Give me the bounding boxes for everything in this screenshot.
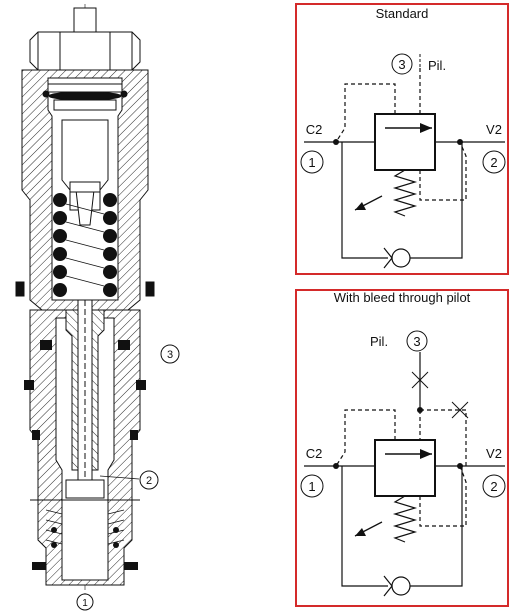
spring-symbol-standard [392, 169, 418, 217]
relief-valve-box-standard [374, 113, 436, 171]
left-port-label-standard: C2 [306, 122, 323, 137]
pilot-label-standard: Pil. [428, 58, 446, 73]
cartridge-cross-section [15, 4, 155, 598]
right-port-label-standard: V2 [486, 122, 502, 137]
left-port-number-bleed: 1 [308, 479, 315, 494]
left-port-label-bleed: C2 [306, 446, 323, 461]
pilot-port-number-standard: 3 [398, 57, 405, 72]
right-port-number-standard: 2 [490, 155, 497, 170]
hex-nut [29, 31, 141, 71]
right-port-label-bleed: V2 [486, 446, 502, 461]
symbol-panel-bleed: With bleed through pilot Pil. 3 [295, 289, 509, 607]
callout-port-2-label: 2 [146, 475, 152, 487]
panel-title-standard: Standard [376, 6, 429, 21]
callout-port-2: 2 [99, 470, 159, 490]
symbol-panel-standard: Standard Pil. [295, 3, 509, 275]
o-rings [24, 340, 146, 570]
spring-symbol-bleed [392, 495, 418, 543]
check-valve-ball-standard [391, 248, 411, 268]
panel-title-bleed: With bleed through pilot [334, 290, 471, 305]
pilot-port-number-bleed: 3 [413, 334, 420, 349]
callout-port-1: 1 [76, 593, 94, 611]
callout-port-1-label: 1 [82, 598, 88, 609]
pilot-label-bleed: Pil. [370, 334, 388, 349]
check-valve-ball-bleed [391, 576, 411, 596]
callout-port-3-label: 3 [167, 349, 173, 361]
spring-coils [53, 193, 117, 297]
left-port-number-standard: 1 [308, 155, 315, 170]
relief-valve-box-bleed [374, 439, 436, 497]
callout-port-3: 3 [160, 344, 180, 364]
right-port-number-bleed: 2 [490, 479, 497, 494]
